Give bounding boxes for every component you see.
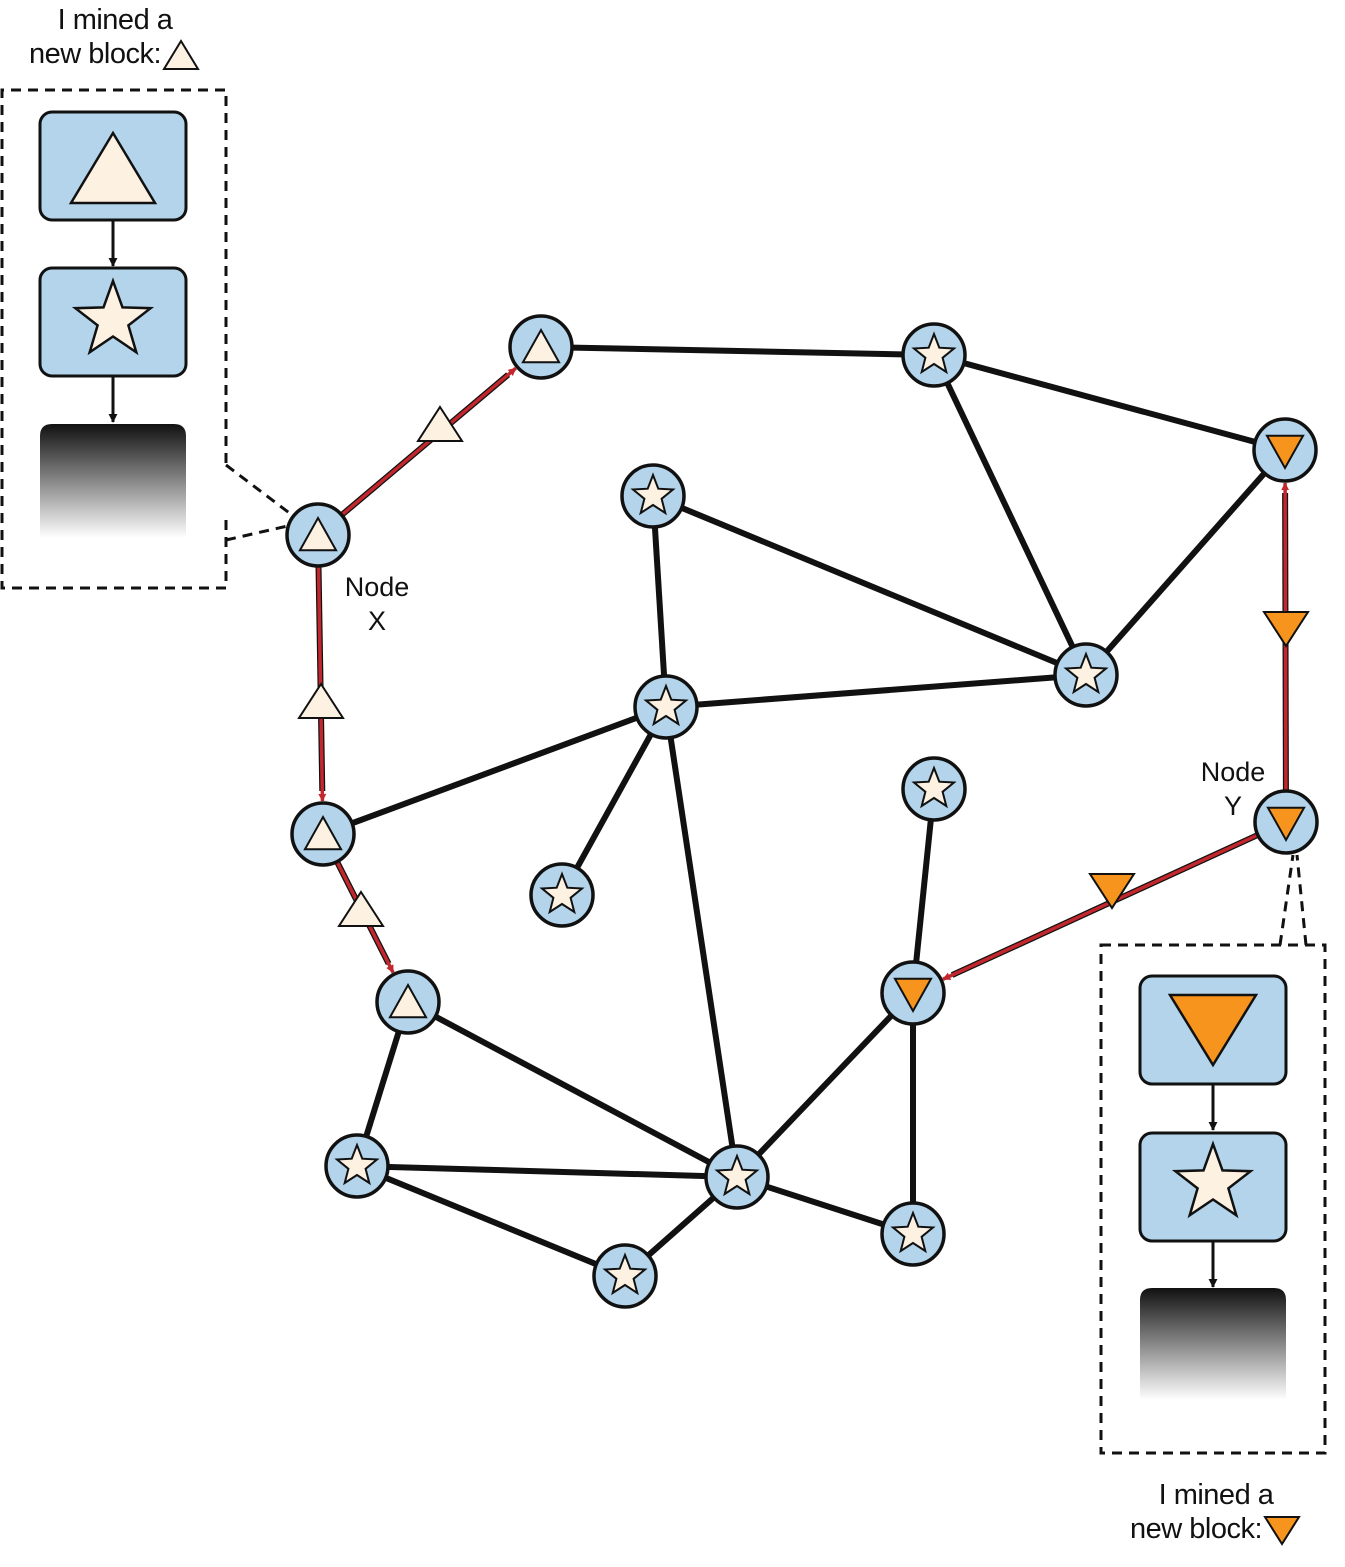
node-n xyxy=(324,1133,390,1199)
triangle-up-icon xyxy=(521,327,561,364)
node-e xyxy=(620,463,686,529)
star-icon xyxy=(71,277,155,356)
node-d xyxy=(1252,417,1318,483)
edge-g-f xyxy=(665,672,1087,710)
edge-l-o xyxy=(406,999,739,1180)
node-k xyxy=(1253,789,1319,855)
triangle-up-icon xyxy=(298,515,338,552)
node-p xyxy=(880,1201,946,1267)
caption-x: I mined a new block: xyxy=(20,3,210,72)
chain-fade-x xyxy=(40,424,186,538)
node-x-label-line2: X xyxy=(367,606,386,636)
star-icon xyxy=(334,1142,380,1186)
chain-inset-x xyxy=(0,88,293,590)
inset-x-border xyxy=(0,88,228,590)
star-icon xyxy=(911,765,957,809)
inset-y-border xyxy=(1099,943,1327,1455)
chain-fade-y xyxy=(1140,1288,1286,1400)
triangle-down-icon xyxy=(893,977,933,1014)
triangle-up-icon xyxy=(68,130,158,205)
edge-n-q xyxy=(355,1163,627,1279)
star-icon xyxy=(1171,1140,1255,1219)
propagating-triangle-up-icon xyxy=(416,405,464,442)
star-icon xyxy=(714,1153,760,1197)
node-j xyxy=(901,756,967,822)
node-i xyxy=(529,862,595,928)
node-o xyxy=(704,1144,770,1210)
node-x-label-line1: Node xyxy=(344,572,410,602)
caption-x-line2: new block: xyxy=(20,37,210,72)
triangle-up-icon xyxy=(388,982,428,1019)
node-y-label: Node Y xyxy=(1193,755,1273,823)
propagation-edges xyxy=(315,366,1290,981)
caption-x-text: new block: xyxy=(28,38,162,70)
edge-j-m xyxy=(910,788,937,994)
node-h xyxy=(290,801,356,867)
propagating-triangle-down-icon xyxy=(1088,873,1136,910)
star-icon xyxy=(643,683,689,727)
edge-d-f xyxy=(1083,448,1288,677)
node-q xyxy=(592,1243,658,1309)
propagating-triangle-up-icon xyxy=(337,890,385,927)
edge-m-o xyxy=(734,990,916,1180)
edge-c-d xyxy=(933,352,1286,453)
node-a xyxy=(285,502,351,568)
node-y-label-line1: Node xyxy=(1200,757,1266,787)
node-c xyxy=(901,322,967,388)
propagation-edge-k-m xyxy=(942,833,1259,981)
triangle-up-icon xyxy=(303,814,343,851)
caption-y-line2: new block: xyxy=(1118,1512,1314,1547)
inset-x-connector-2 xyxy=(225,523,293,542)
edge-n-o xyxy=(356,1163,738,1180)
caption-y: I mined a new block: xyxy=(1118,1478,1314,1547)
edge-b-c xyxy=(540,344,935,358)
edge-g-o xyxy=(663,706,740,1178)
edge-e-f xyxy=(651,493,1088,678)
node-x-label: Node X xyxy=(337,570,417,638)
propagating-triangle-up-icon xyxy=(297,682,345,719)
inset-y-connector-1 xyxy=(1278,854,1295,946)
node-b xyxy=(508,314,574,380)
propagating-blocks xyxy=(297,405,1310,927)
chain-inset-y xyxy=(1099,854,1327,1455)
star-icon xyxy=(911,331,957,375)
star-icon xyxy=(1063,651,1109,695)
network-nodes xyxy=(285,314,1319,1309)
inset-x-connector-1 xyxy=(225,463,293,517)
triangle-down-icon xyxy=(1167,993,1259,1068)
inset-y-connector-2 xyxy=(1295,854,1308,946)
node-f xyxy=(1053,642,1119,708)
triangle-down-icon xyxy=(1263,1516,1301,1547)
caption-x-line1: I mined a xyxy=(57,4,173,36)
edge-g-i xyxy=(559,705,669,897)
star-icon xyxy=(602,1252,648,1296)
node-y-label-line2: Y xyxy=(1223,791,1242,821)
star-icon xyxy=(890,1210,936,1254)
edge-c-f xyxy=(931,353,1089,677)
propagating-triangle-down-icon xyxy=(1262,611,1310,648)
node-m xyxy=(880,960,946,1026)
node-l xyxy=(375,969,441,1035)
network-edges xyxy=(321,344,1288,1279)
star-icon xyxy=(630,472,676,516)
triangle-down-icon xyxy=(1265,434,1305,471)
edge-e-g xyxy=(650,495,669,708)
triangle-down-icon xyxy=(1266,806,1306,843)
triangle-up-icon xyxy=(162,39,200,71)
caption-y-text: new block: xyxy=(1129,1513,1263,1545)
edge-g-h xyxy=(321,704,668,837)
node-g xyxy=(633,674,699,740)
caption-y-line1: I mined a xyxy=(1158,1479,1274,1511)
star-icon xyxy=(539,871,585,915)
